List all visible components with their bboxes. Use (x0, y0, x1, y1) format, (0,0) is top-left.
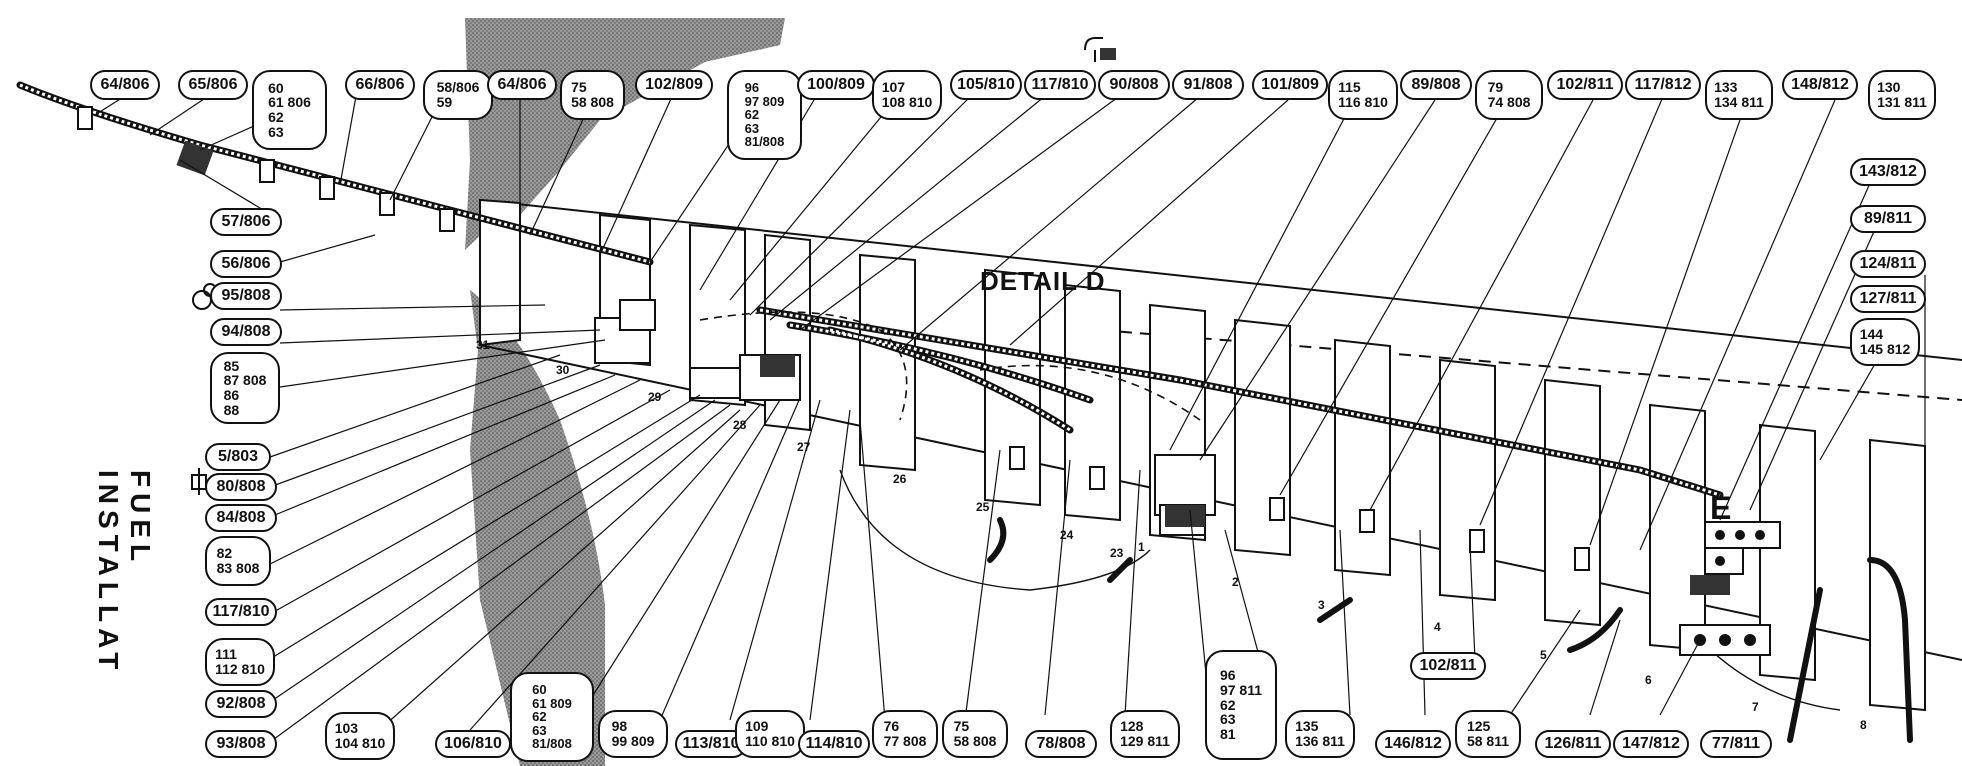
station-label: 1 (1138, 540, 1145, 554)
ref-102-809: 102/809 (635, 70, 713, 100)
ref-85-808: 85 87 808 86 88 (210, 352, 280, 424)
ref-75-808: 75 58 808 (560, 70, 625, 120)
ref-117-810-a: 117/810 (1024, 70, 1096, 100)
ref-147-812: 147/812 (1613, 730, 1689, 758)
station-label: 23 (1110, 546, 1124, 560)
ref-115-810: 115 116 810 (1328, 70, 1398, 120)
ref-100-809: 100/809 (797, 70, 875, 100)
station-label: 7 (1752, 700, 1759, 714)
ref-107-810: 107 108 810 (872, 70, 942, 120)
station-label: 28 (733, 418, 747, 432)
detail-e-label: E (1710, 490, 1732, 526)
ref-117-810-b: 117/810 (205, 598, 277, 626)
ref-60-806: 60 61 806 62 63 (252, 70, 327, 150)
ref-109-810: 109 110 810 (735, 710, 805, 758)
ref-77-811: 77/811 (1700, 730, 1772, 758)
station-label: 5 (1540, 648, 1547, 662)
ref-91-808: 91/808 (1172, 70, 1244, 100)
ref-106-810: 106/810 (435, 730, 511, 758)
ref-57-806: 57/806 (210, 208, 282, 236)
ref-127-811: 127/811 (1850, 285, 1926, 313)
ref-95-808: 95/808 (210, 282, 282, 310)
ref-66-806: 66/806 (345, 70, 415, 100)
ref-89-808: 89/808 (1400, 70, 1472, 100)
ref-64-806-b: 64/806 (487, 70, 557, 100)
ref-80-808: 80/808 (205, 473, 277, 501)
station-label: 27 (797, 440, 811, 454)
ref-75-808-b: 75 58 808 (942, 710, 1008, 758)
ref-101-809: 101/809 (1252, 70, 1328, 100)
ref-143-812: 143/812 (1850, 158, 1926, 186)
ref-96-811: 96 97 811 62 63 81 (1205, 650, 1277, 760)
station-label: 24 (1060, 528, 1074, 542)
ref-94-808: 94/808 (210, 318, 282, 346)
ref-79-808: 79 74 808 (1475, 70, 1543, 120)
ref-92-808: 92/808 (205, 690, 277, 718)
ref-125-811: 125 58 811 (1455, 710, 1521, 758)
page-title: FUEL INSTALLAT (93, 470, 156, 676)
station-label: 6 (1645, 673, 1652, 687)
ref-105-810: 105/810 (950, 70, 1022, 100)
station-label: 4 (1434, 620, 1441, 634)
station-label: 29 (648, 390, 662, 404)
ref-128-811: 128 129 811 (1110, 710, 1180, 758)
ref-144-812: 144 145 812 (1850, 318, 1920, 366)
ref-89-811: 89/811 (1850, 205, 1926, 233)
ref-146-812: 146/812 (1375, 730, 1451, 758)
ref-126-811: 126/811 (1535, 730, 1611, 758)
station-label: 30 (556, 363, 570, 377)
ref-78-808: 78/808 (1025, 730, 1097, 758)
ref-93-808: 93/808 (205, 730, 277, 758)
shaded-structure-lower (470, 290, 605, 766)
ref-82-808: 82 83 808 (205, 536, 271, 586)
station-label: 25 (976, 500, 990, 514)
detail-d-label: DETAIL D (980, 266, 1106, 296)
ref-148-812: 148/812 (1782, 70, 1858, 100)
ref-96-809: 96 97 809 62 63 81/808 (727, 70, 802, 160)
ref-130-811: 130 131 811 (1868, 70, 1936, 120)
station-label: 2 (1232, 575, 1239, 589)
ref-111-810: 111 112 810 (205, 638, 275, 686)
ref-98-809: 98 99 809 (598, 710, 668, 758)
ref-103-810: 103 104 810 (325, 712, 395, 760)
station-label: 3 (1318, 598, 1325, 612)
station-label: 31 (476, 338, 490, 352)
station-label: 8 (1860, 718, 1867, 732)
ref-90-808: 90/808 (1098, 70, 1170, 100)
ref-133-811: 133 134 811 (1705, 70, 1773, 120)
ref-135-811: 135 136 811 (1285, 710, 1355, 758)
ref-117-812: 117/812 (1625, 70, 1701, 100)
ref-58-806: 58/806 59 (423, 70, 493, 120)
ref-64-806-a: 64/806 (90, 70, 160, 100)
ref-84-808: 84/808 (205, 504, 277, 532)
ref-76-808: 76 77 808 (872, 710, 938, 758)
ref-102-811-a: 102/811 (1547, 70, 1623, 100)
station-label: 26 (893, 472, 907, 486)
ref-5-803: 5/803 (205, 443, 271, 471)
ref-60-809: 60 61 809 62 63 81/808 (510, 672, 594, 762)
ref-124-811: 124/811 (1850, 250, 1926, 278)
ref-102-811-b: 102/811 (1410, 652, 1486, 680)
ref-114-810: 114/810 (798, 730, 870, 758)
ref-56-806: 56/806 (210, 250, 282, 278)
ref-65-806: 65/806 (178, 70, 248, 100)
